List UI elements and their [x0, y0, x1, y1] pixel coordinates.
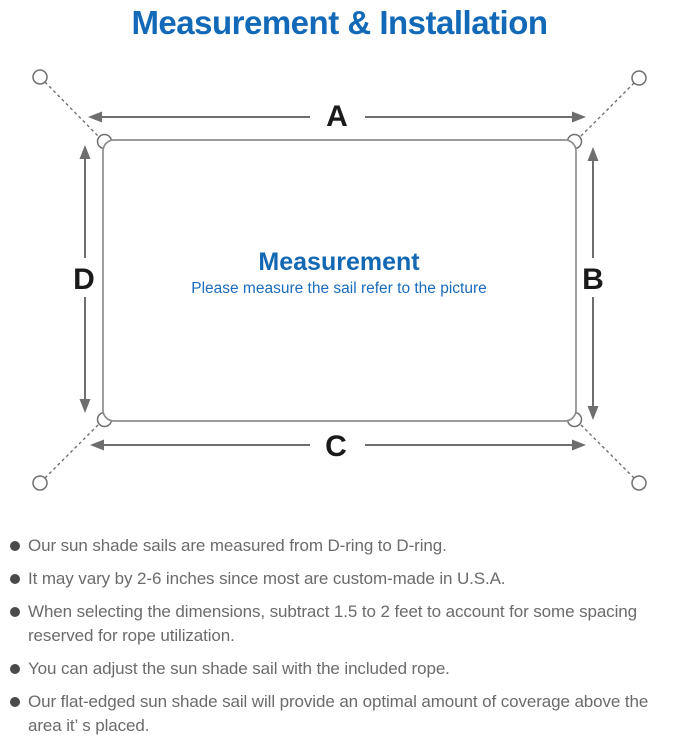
diagram-center-subtitle: Please measure the sail refer to the pic…	[191, 280, 487, 297]
dim-label-left: D	[73, 263, 95, 296]
arrowhead-right-icon	[572, 439, 586, 451]
rope-dashed-line	[577, 82, 635, 140]
bullet-icon	[10, 664, 20, 674]
note-text: Our flat-edged sun shade sail will provi…	[28, 692, 649, 735]
note-text: When selecting the dimensions, subtract …	[28, 602, 637, 645]
dim-label-top: A	[326, 100, 348, 133]
measurement-diagram: A C D B Measurement Please measure the s…	[32, 69, 647, 491]
note-text: It may vary by 2-6 inches since most are…	[28, 569, 506, 588]
bullet-icon	[10, 697, 20, 707]
arrowhead-up-icon	[79, 145, 91, 159]
arrowhead-down-icon	[587, 406, 599, 420]
bullet-icon	[10, 541, 20, 551]
list-item: It may vary by 2-6 inches since most are…	[10, 567, 671, 591]
anchor-ring-icon	[631, 70, 647, 86]
list-item: Our sun shade sails are measured from D-…	[10, 534, 671, 558]
anchor-ring-icon	[631, 475, 647, 491]
anchor-ring-icon	[32, 69, 48, 85]
sail-rectangle	[102, 139, 577, 422]
list-item: When selecting the dimensions, subtract …	[10, 600, 671, 648]
anchor-ring-icon	[32, 475, 48, 491]
arrowhead-left-icon	[90, 439, 104, 451]
arrowhead-down-icon	[79, 399, 91, 413]
page-title: Measurement & Installation	[131, 4, 548, 41]
list-item: Our flat-edged sun shade sail will provi…	[10, 690, 671, 738]
list-item: You can adjust the sun shade sail with t…	[10, 657, 671, 681]
arrowhead-right-icon	[572, 111, 586, 123]
rope-dashed-line	[44, 81, 102, 140]
arrowhead-up-icon	[587, 147, 599, 161]
diagram-center-title: Measurement	[258, 248, 420, 276]
note-text: Our sun shade sails are measured from D-…	[28, 536, 447, 555]
rope-dashed-line	[577, 421, 635, 479]
dim-label-bottom: C	[325, 430, 347, 463]
notes-list: Our sun shade sails are measured from D-…	[0, 520, 679, 738]
note-text: You can adjust the sun shade sail with t…	[28, 659, 450, 678]
rope-dashed-line	[44, 421, 102, 479]
dim-label-right: B	[582, 263, 604, 296]
bullet-icon	[10, 574, 20, 584]
bullet-icon	[10, 607, 20, 617]
arrowhead-left-icon	[88, 111, 102, 123]
